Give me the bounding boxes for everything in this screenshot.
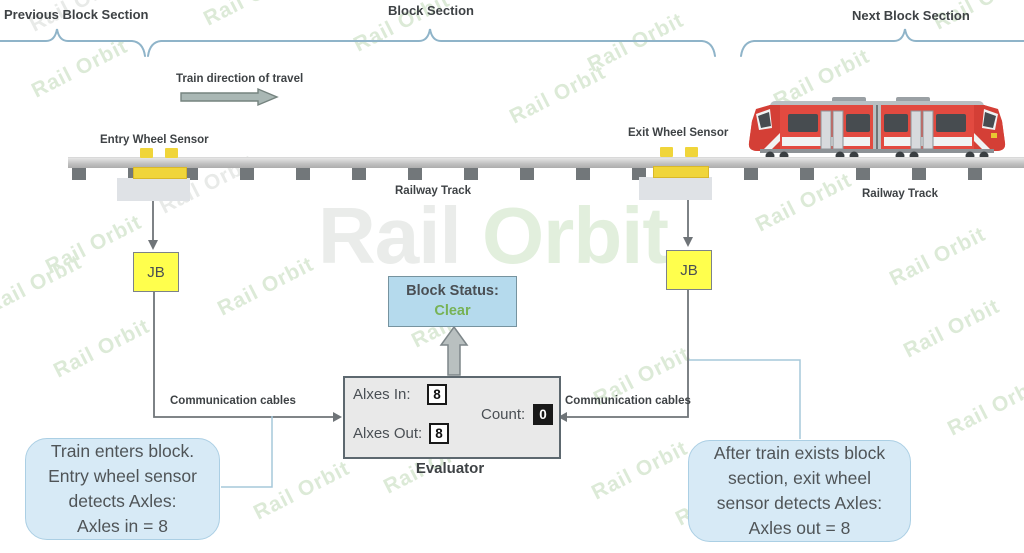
direction-arrow — [180, 87, 279, 107]
axles-out-value: 8 — [429, 423, 449, 444]
callout-entry: Train enters block. Entry wheel sensor d… — [25, 438, 220, 540]
label-communication-cables-left: Communication cables — [170, 395, 296, 407]
exit-sensor-stud — [685, 147, 698, 157]
watermark: Rail Orbit — [900, 294, 1004, 363]
exit-sensor-foundation — [639, 177, 712, 200]
axles-out-row: Alxes Out: — [353, 425, 422, 442]
watermark: Rail Orbit — [886, 222, 990, 291]
evaluator-title: Evaluator — [415, 460, 485, 477]
section-braces — [0, 28, 1024, 57]
entry-wheel-sensor — [133, 167, 187, 179]
watermark: Rail Orbit — [506, 60, 610, 129]
block-status-title: Block Status: — [406, 282, 499, 299]
label-entry-wheel-sensor: Entry Wheel Sensor — [100, 134, 209, 146]
watermark: Rail Orbit — [50, 314, 154, 383]
label-block-section: Block Section — [388, 3, 474, 18]
label-train-direction: Train direction of travel — [176, 73, 304, 85]
count-row: Count: — [481, 406, 525, 423]
label-railway-track-right: Railway Track — [862, 188, 939, 200]
label-communication-cables-right: Communication cables — [565, 395, 691, 407]
railway-rail — [68, 157, 1024, 168]
watermark: Rail Orbit — [944, 372, 1024, 441]
junction-box-left: JB — [133, 252, 179, 292]
axles-out-label: Alxes Out: — [353, 425, 423, 442]
entry-sensor-stud — [165, 148, 178, 158]
axles-in-label: Alxes In: — [353, 386, 411, 403]
count-label: Count: — [481, 406, 526, 423]
junction-box-right: JB — [666, 250, 712, 290]
evaluator-box: Alxes In: 8 Alxes Out: 8 Count: 0 — [343, 376, 561, 459]
block-status-value: Clear — [434, 302, 471, 319]
label-exit-wheel-sensor: Exit Wheel Sensor — [628, 127, 729, 139]
axles-in-value: 8 — [427, 384, 447, 405]
watermark-large: Rail Orbit — [318, 191, 669, 280]
railway-sleepers — [72, 168, 1024, 180]
label-next-block-section: Next Block Section — [852, 8, 970, 23]
exit-wheel-sensor — [653, 166, 709, 178]
entry-sensor-foundation — [117, 178, 190, 201]
label-previous-block-section: Previous Block Section — [4, 7, 149, 22]
watermark: Rail Orbit — [214, 252, 318, 321]
label-railway-track-left: Railway Track — [395, 185, 472, 197]
count-value: 0 — [533, 404, 553, 425]
watermark: Rail Orbit — [250, 456, 354, 525]
watermark: Rail Orbit — [200, 0, 304, 31]
train-illustration — [748, 97, 1006, 161]
entry-sensor-stud — [140, 148, 153, 158]
callout-exit: After train exists block section, exit w… — [688, 440, 911, 542]
watermark: Rail Orbit — [588, 436, 692, 505]
watermark: Rail Orbit — [28, 34, 132, 103]
exit-sensor-stud — [660, 147, 673, 157]
block-status-box: Block Status: Clear — [388, 276, 517, 327]
axles-in-row: Alxes In: — [353, 386, 411, 403]
